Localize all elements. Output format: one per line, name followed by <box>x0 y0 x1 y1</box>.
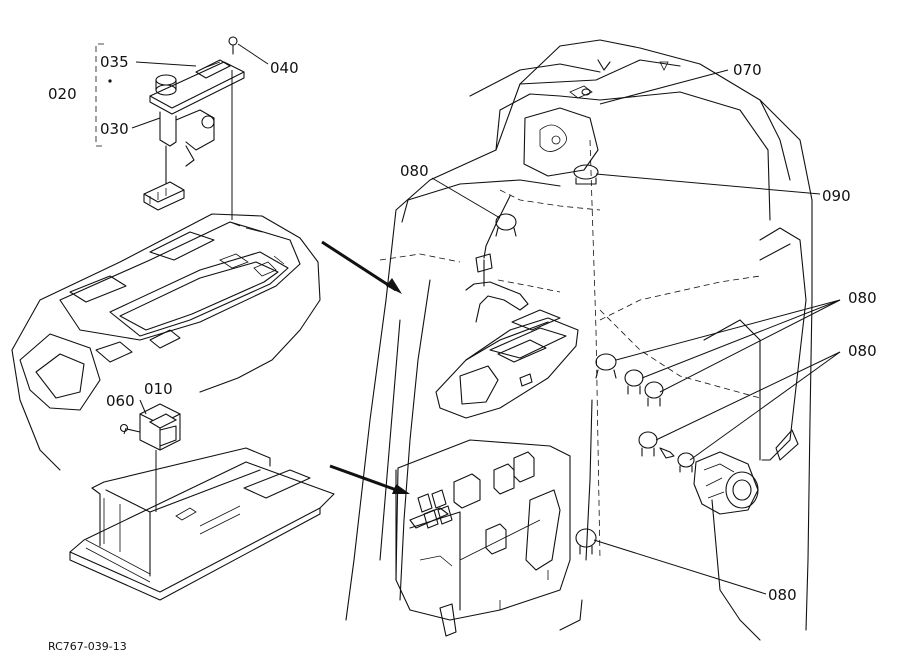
label-080-right-a: 080 <box>848 289 877 307</box>
label-080-right-b: 080 <box>848 342 877 360</box>
leader-lines <box>123 43 841 595</box>
label-090: 090 <box>822 187 851 205</box>
label-080-left: 080 <box>400 162 429 180</box>
part-labels: 035 040 020 030 060 010 070 080 090 080 … <box>48 53 877 653</box>
console-panel <box>11 213 321 471</box>
lower-compartment <box>395 439 571 637</box>
label-040: 040 <box>270 59 299 77</box>
cab-frame <box>345 39 813 641</box>
label-060: 060 <box>106 392 135 410</box>
label-010: 010 <box>144 380 173 398</box>
direction-arrows <box>321 240 410 494</box>
relay-010 <box>119 403 181 512</box>
label-035: 035 <box>100 53 129 71</box>
label-030: 030 <box>100 120 129 138</box>
switch-assembly-020 <box>95 36 245 220</box>
figure-reference: RC767-039-13 <box>48 640 127 653</box>
label-080-bottom: 080 <box>768 586 797 604</box>
clamps <box>495 88 759 555</box>
bracket-tray <box>69 447 335 601</box>
label-070: 070 <box>733 61 762 79</box>
console-installed <box>435 195 579 419</box>
label-020: 020 <box>48 85 77 103</box>
